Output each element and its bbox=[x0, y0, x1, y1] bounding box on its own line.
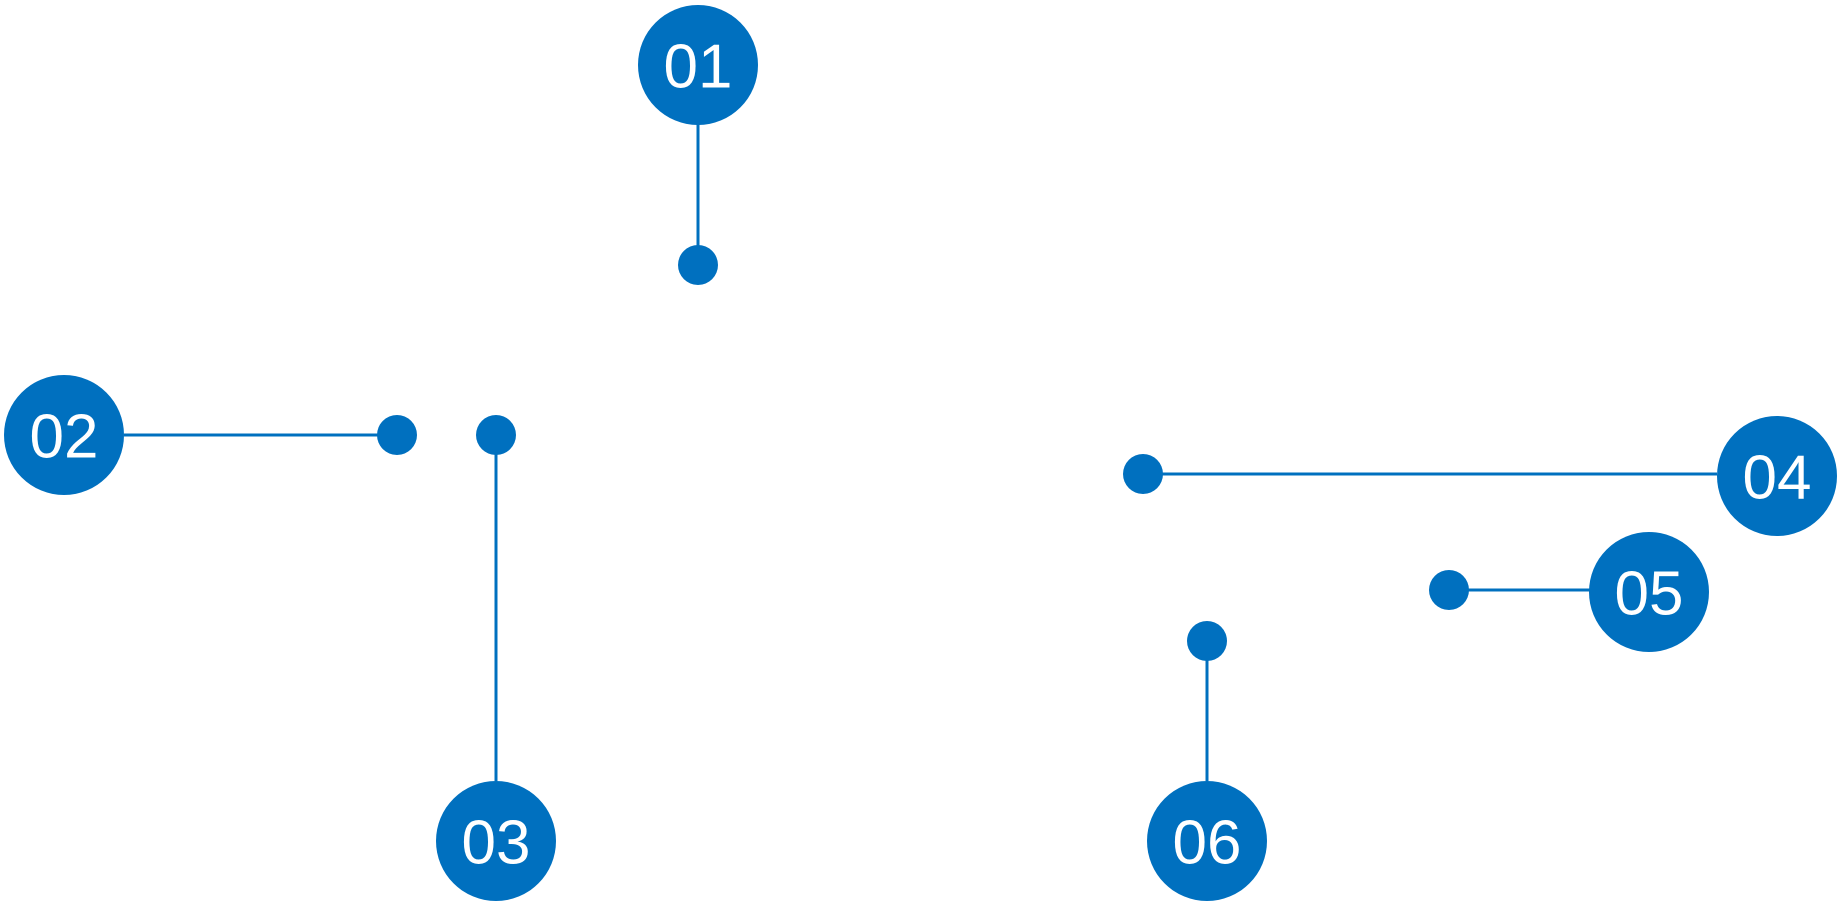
callout-03-badge[interactable] bbox=[436, 781, 556, 901]
callout-02-label: 02 bbox=[30, 403, 99, 472]
callout-04-label: 04 bbox=[1743, 444, 1812, 513]
callout-06-anchor-dot[interactable] bbox=[1187, 621, 1227, 661]
callout-03-anchor-dot[interactable] bbox=[476, 415, 516, 455]
callout-05[interactable]: 05 bbox=[1429, 532, 1709, 652]
callout-05-badge[interactable] bbox=[1589, 532, 1709, 652]
callout-02[interactable]: 02 bbox=[4, 375, 417, 495]
callout-04[interactable]: 04 bbox=[1123, 416, 1837, 536]
callout-05-anchor-dot[interactable] bbox=[1429, 570, 1469, 610]
callout-06[interactable]: 06 bbox=[1147, 621, 1267, 901]
callout-03[interactable]: 03 bbox=[436, 415, 556, 901]
callout-03-label: 03 bbox=[462, 809, 531, 878]
callout-02-anchor-dot[interactable] bbox=[377, 415, 417, 455]
callout-06-badge[interactable] bbox=[1147, 781, 1267, 901]
callout-01-label: 01 bbox=[664, 33, 733, 102]
callout-01-anchor-dot[interactable] bbox=[678, 245, 718, 285]
callout-02-badge[interactable] bbox=[4, 375, 124, 495]
callout-06-label: 06 bbox=[1173, 809, 1242, 878]
callout-01-badge[interactable] bbox=[638, 5, 758, 125]
callout-01[interactable]: 01 bbox=[638, 5, 758, 285]
callout-04-badge[interactable] bbox=[1717, 416, 1837, 536]
callout-05-label: 05 bbox=[1615, 560, 1684, 629]
callout-04-anchor-dot[interactable] bbox=[1123, 454, 1163, 494]
